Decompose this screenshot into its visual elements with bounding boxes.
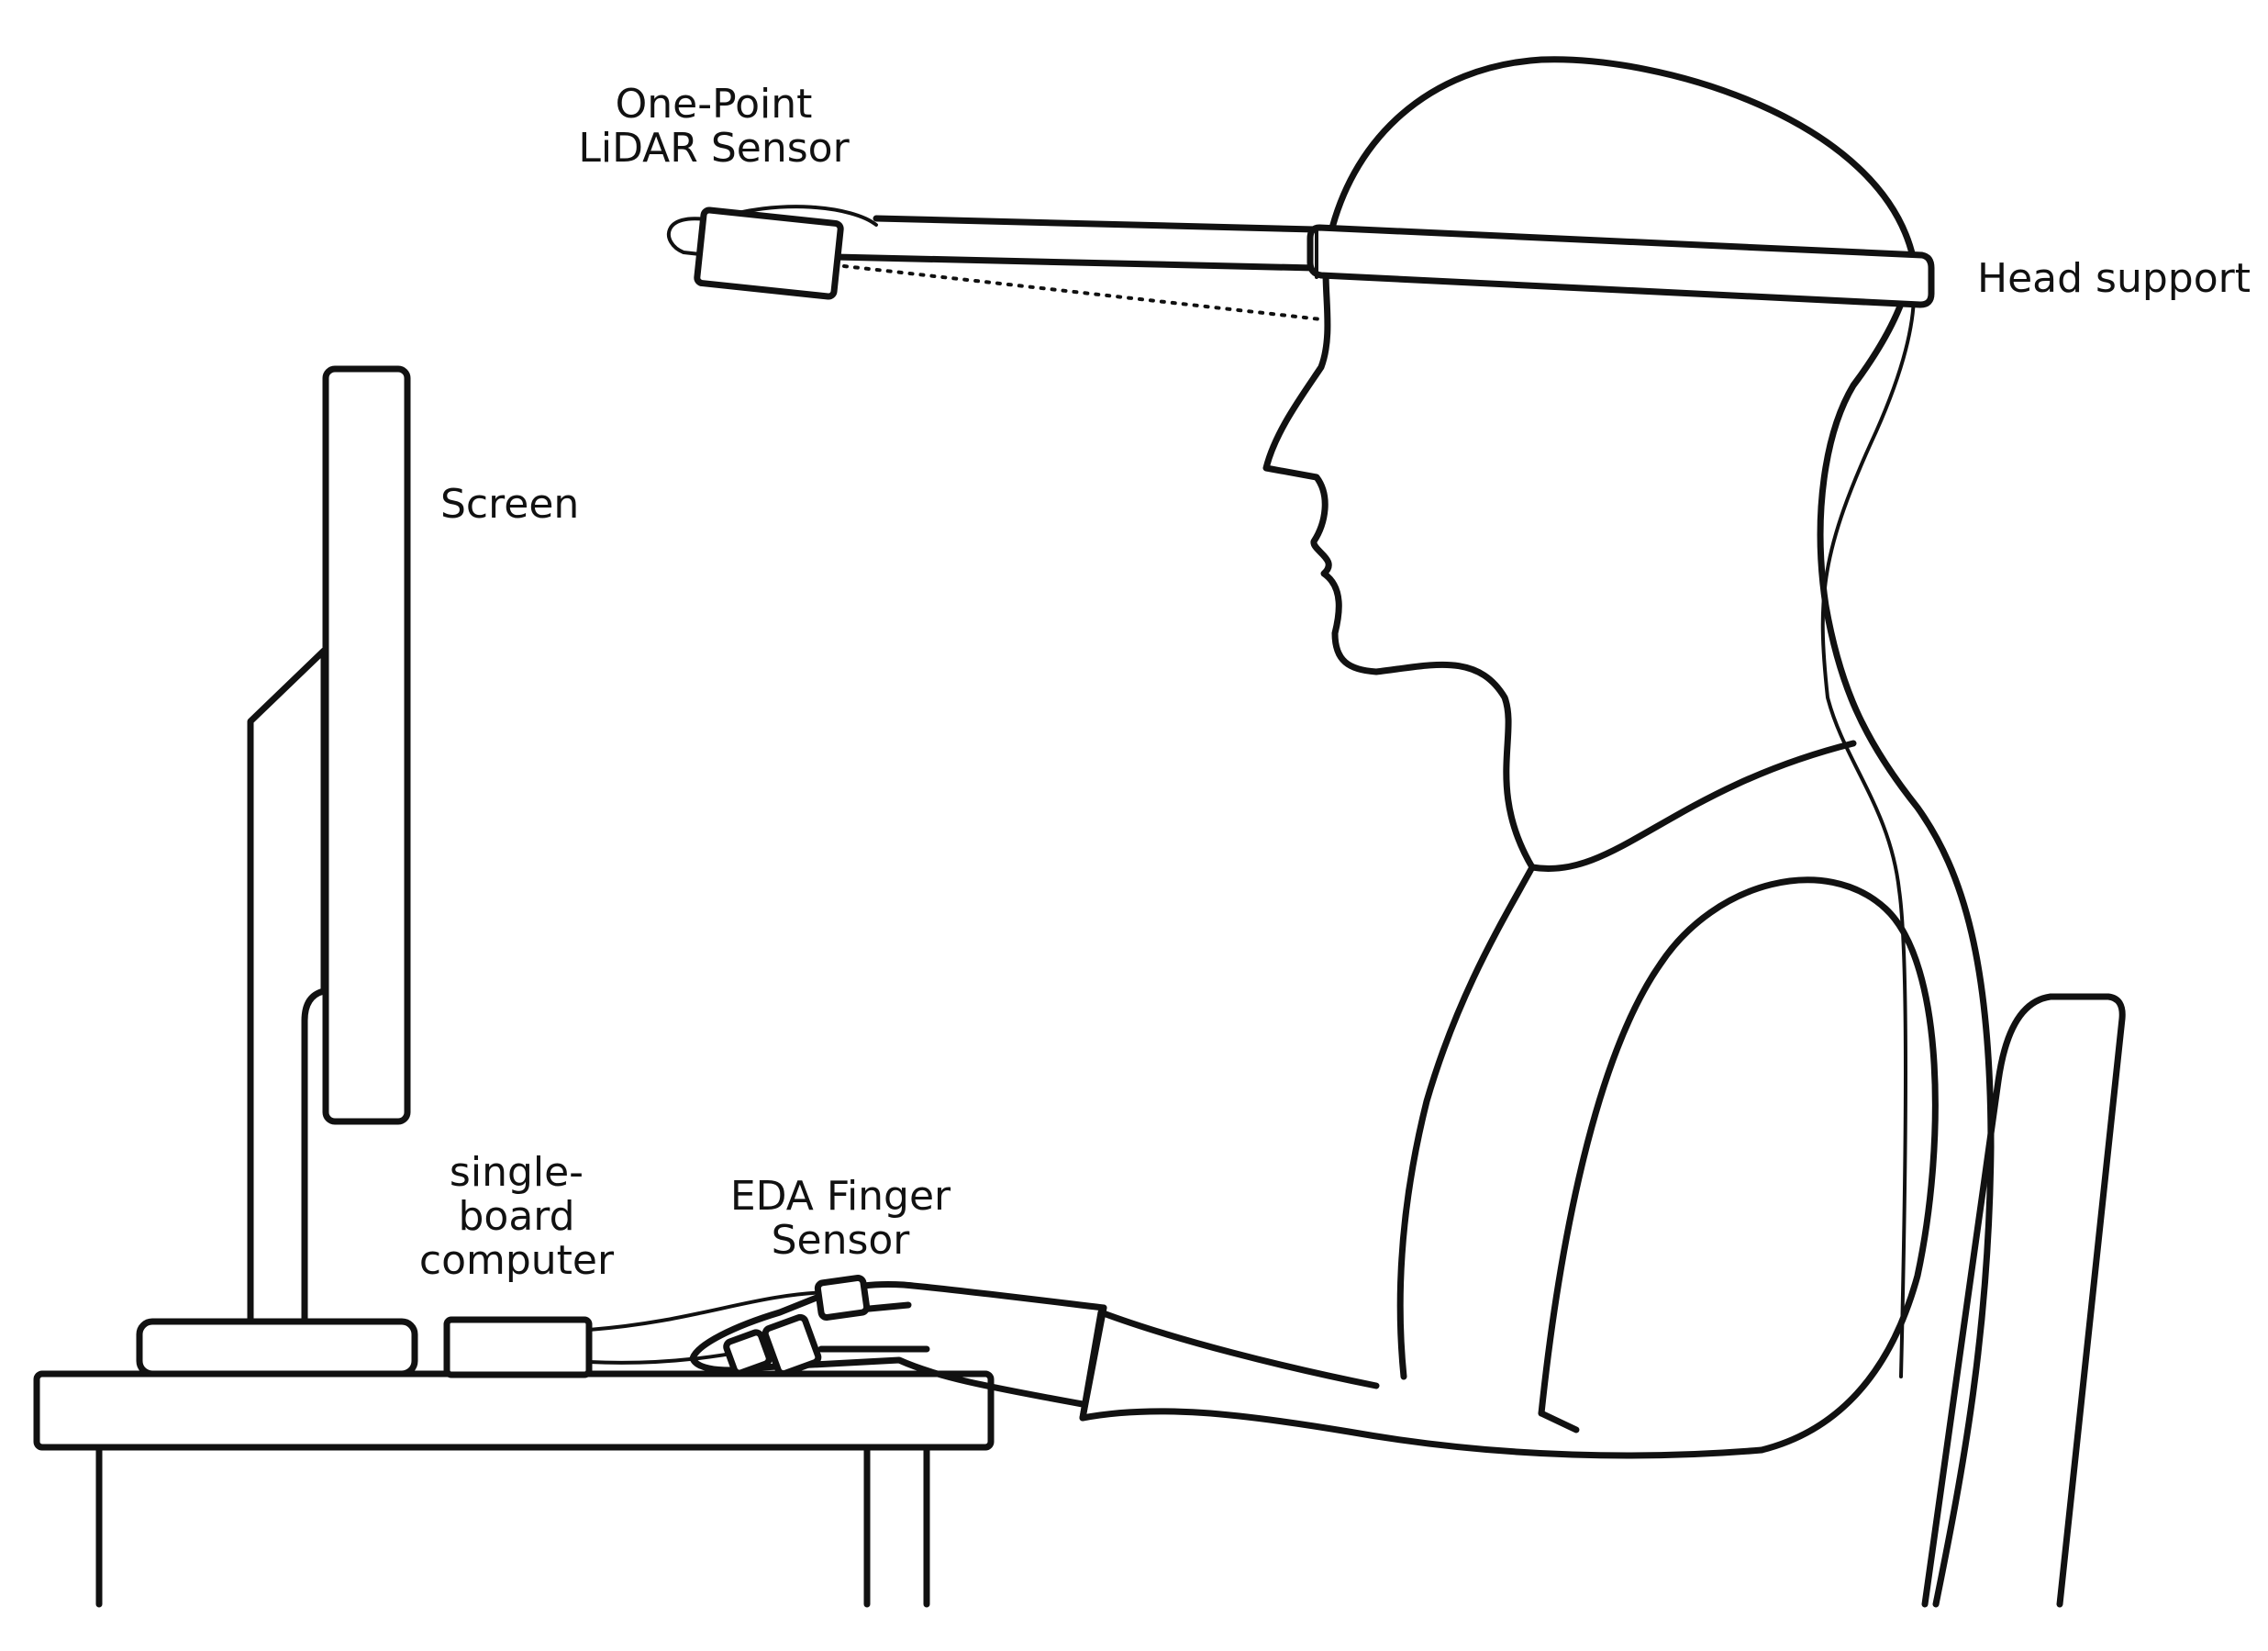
single-board-computer	[443, 1316, 593, 1378]
lidar-label-line2: LiDAR Sensor	[578, 125, 850, 172]
sbc-label-line3: computer	[419, 1237, 615, 1284]
desk	[33, 1370, 995, 1608]
eda-finger-sensor	[723, 1274, 871, 1378]
monitor	[136, 365, 418, 1378]
lidar-label-line1: One-Point	[616, 81, 813, 128]
person	[689, 56, 1995, 1608]
head-support	[831, 215, 1935, 308]
head-support-label: Head support	[1977, 255, 2251, 302]
sbc-label-line1: single-	[450, 1149, 584, 1196]
screen	[322, 365, 411, 1125]
eda-label-line2: Sensor	[772, 1217, 911, 1264]
lidar-sensor	[667, 205, 1323, 321]
sbc-label-line2: board	[458, 1193, 574, 1240]
screen-label: Screen	[440, 481, 579, 528]
chair	[1921, 993, 2126, 1608]
eda-label-line1: EDA Finger	[730, 1173, 951, 1220]
